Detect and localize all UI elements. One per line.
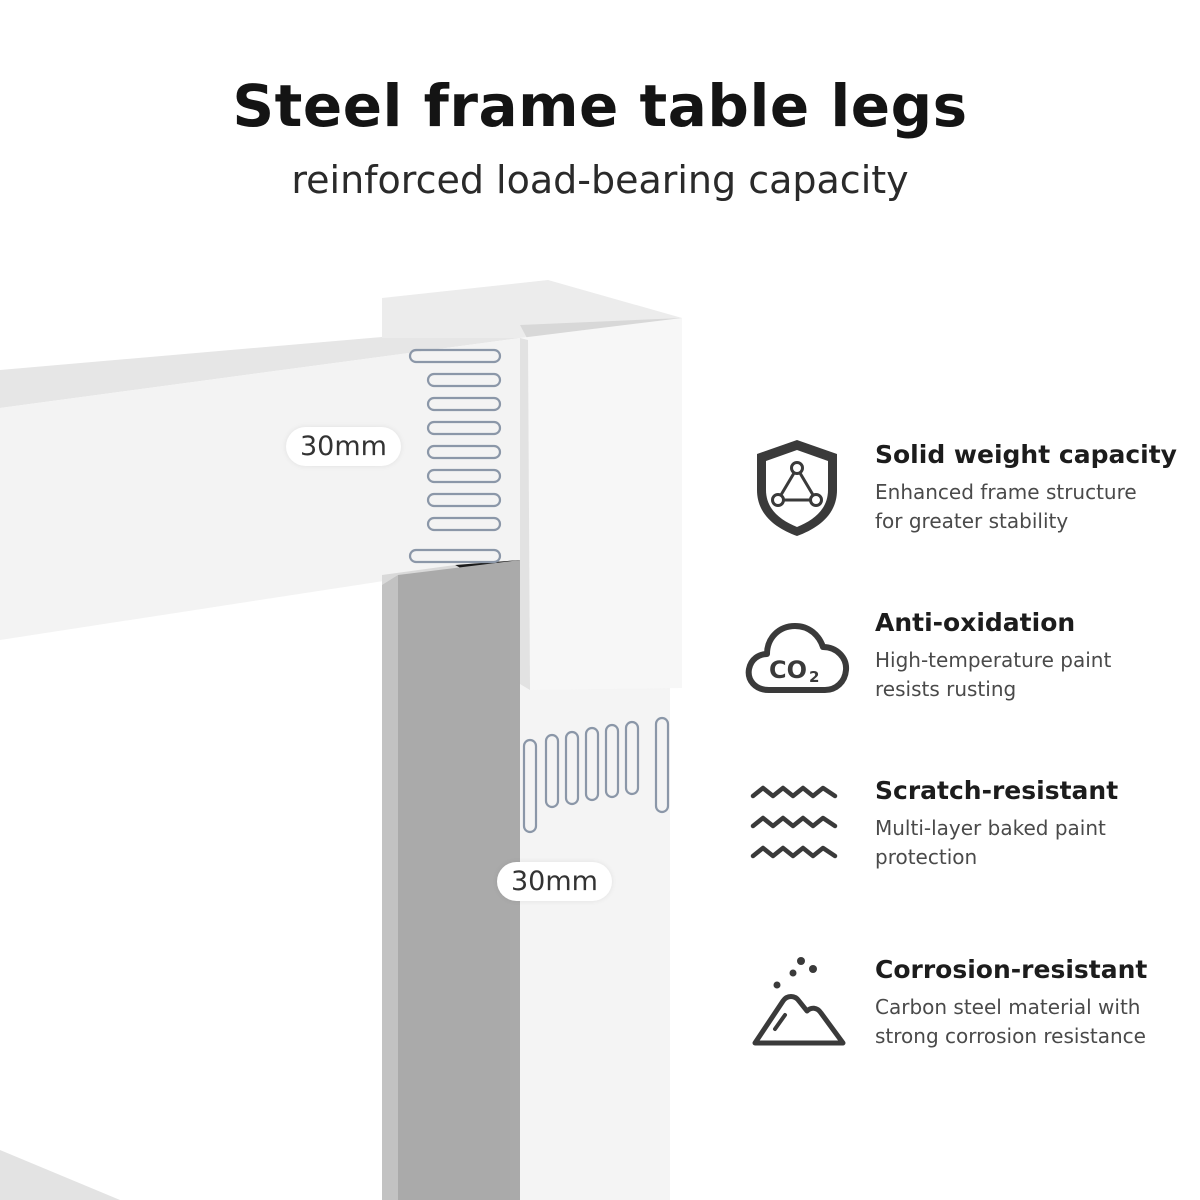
feature-title: Corrosion-resistant xyxy=(875,955,1148,984)
powder-pile-icon xyxy=(752,957,846,1046)
feature-description: Enhanced frame structure for greater sta… xyxy=(875,478,1175,536)
feature-description: High-temperature paint resists rusting xyxy=(875,646,1175,704)
leg-shadow-edge xyxy=(382,575,398,1200)
feature-desc-line: for greater stability xyxy=(875,509,1069,533)
beam-top-face xyxy=(0,325,520,408)
feature-desc-line: Enhanced frame structure xyxy=(875,480,1137,504)
shield-triangle-icon xyxy=(757,440,837,536)
feature-desc-line: strong corrosion resistance xyxy=(875,1024,1146,1048)
feature-desc-line: Multi-layer baked paint xyxy=(875,816,1106,840)
co2-cloud-icon: CO 2 xyxy=(745,623,850,693)
corner-block xyxy=(520,318,682,690)
vertical-dimension-label: 30mm xyxy=(497,862,612,901)
feature-desc-line: protection xyxy=(875,845,978,869)
feature-weight-capacity: Solid weight capacity Enhanced frame str… xyxy=(745,440,1185,550)
leg-shadow-side xyxy=(398,560,520,1200)
horizontal-dimension-label: 30mm xyxy=(286,427,401,466)
lower-beam xyxy=(0,1150,120,1200)
feature-title: Solid weight capacity xyxy=(875,440,1177,469)
feature-title: Scratch-resistant xyxy=(875,776,1119,805)
svg-text:2: 2 xyxy=(809,668,819,686)
feature-desc-line: High-temperature paint xyxy=(875,648,1112,672)
feature-scratch-resistant: Scratch-resistant Multi-layer baked pain… xyxy=(745,776,1185,886)
svg-text:CO: CO xyxy=(769,656,807,684)
feature-title: Anti-oxidation xyxy=(875,608,1076,637)
feature-description: Multi-layer baked paint protection xyxy=(875,814,1175,872)
horizontal-measure-slots xyxy=(408,348,502,564)
page-subtitle: reinforced load-bearing capacity xyxy=(291,158,909,202)
feature-desc-line: resists rusting xyxy=(875,677,1017,701)
feature-description: Carbon steel material with strong corros… xyxy=(875,993,1175,1051)
waves-icon xyxy=(750,785,838,859)
leg-front-face xyxy=(520,660,670,1200)
vertical-measure-slots xyxy=(522,716,670,834)
corner-block-edge xyxy=(520,338,530,690)
beam-front-face xyxy=(0,338,520,640)
page-title: Steel frame table legs xyxy=(232,72,968,140)
feature-corrosion-resistant: Corrosion-resistant Carbon steel materia… xyxy=(745,955,1185,1065)
feature-anti-oxidation: CO 2 Anti-oxidation High-temperature pai… xyxy=(745,608,1185,718)
feature-desc-line: Carbon steel material with xyxy=(875,995,1141,1019)
